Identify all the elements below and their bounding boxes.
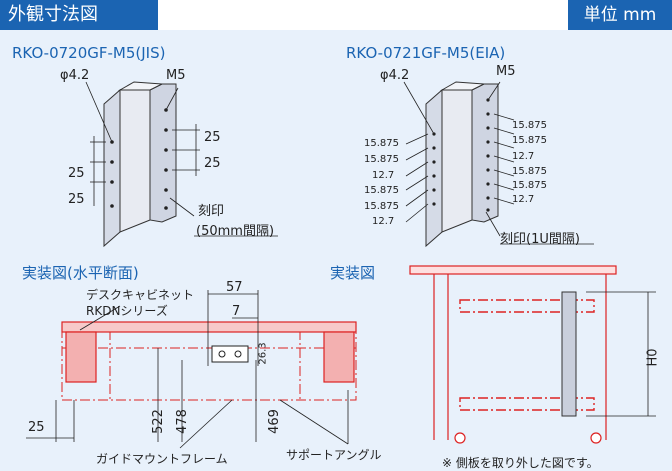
right-dim-l3: 12.7 [372, 170, 395, 181]
dim-25: 25 [28, 420, 45, 435]
install-title: 実装図 [330, 264, 376, 282]
header-bar: 外観寸法図 単位 mm [0, 0, 672, 30]
right-dim-r2: 15.875 [512, 135, 547, 146]
right-model-title: RKO-0721GF-M5(EIA) [346, 44, 506, 62]
cabinet-label: デスクキャビネット [86, 288, 195, 302]
left-hole-label: φ4.2 [60, 68, 90, 83]
right-dim-l6: 12.7 [372, 216, 395, 227]
dim-7: 7 [232, 304, 241, 319]
right-dim-l2: 15.875 [364, 154, 399, 165]
right-dim-l5: 15.875 [364, 201, 399, 212]
unit-badge: 単位 mm [568, 0, 672, 30]
left-rail-drawing [103, 81, 177, 248]
left-screw-label: M5 [166, 68, 186, 83]
left-mark-note: (50mm間隔) [196, 224, 275, 239]
right-dim-r1: 15.875 [512, 120, 547, 131]
left-dim-r1: 25 [204, 130, 221, 145]
right-hole-label: φ4.2 [380, 68, 410, 83]
left-dim-l2: 25 [68, 192, 85, 207]
drawing-panel: RKO-0720GF-M5(JIS) φ4.2 M5 25 25 25 25 刻… [0, 30, 672, 470]
drawing-svg [26, 81, 656, 449]
page-title: 外観寸法図 [0, 0, 158, 30]
right-dim-r4: 15.875 [512, 166, 547, 177]
left-dim-l1: 25 [68, 166, 85, 181]
right-dim-l4: 15.875 [364, 185, 399, 196]
right-dim-l1: 15.875 [364, 138, 399, 149]
left-dim-r2: 25 [204, 156, 221, 171]
dim-57: 57 [226, 280, 243, 295]
right-dim-r3: 12.7 [512, 151, 535, 162]
frame-label: ガイドマウントフレーム [96, 452, 228, 466]
right-mark-note: 刻印(1U間隔) [500, 232, 580, 247]
right-dim-r5: 15.875 [512, 180, 547, 191]
right-screw-label: M5 [496, 64, 516, 79]
right-dim-r6: 12.7 [512, 194, 535, 205]
left-model-title: RKO-0720GF-M5(JIS) [12, 44, 166, 62]
section-title: 実装図(水平断面) [22, 264, 139, 282]
left-mark-label: 刻印 [198, 204, 225, 219]
angle-label: サポートアングル [286, 448, 382, 462]
